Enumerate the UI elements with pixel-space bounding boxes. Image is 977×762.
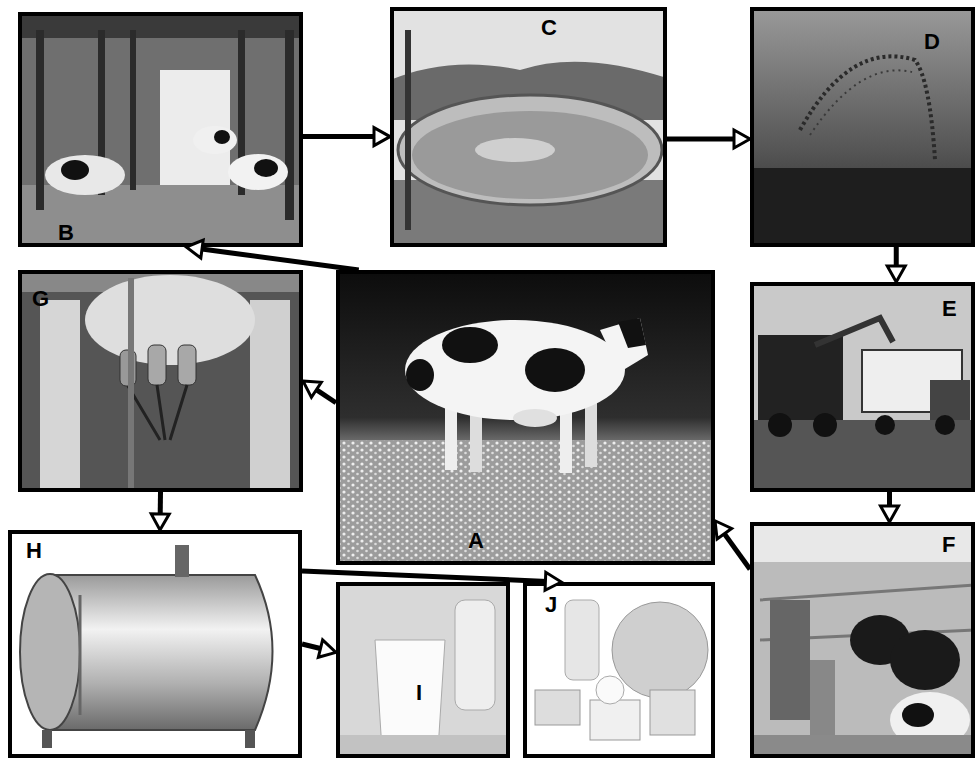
photo-panel: B — [18, 12, 303, 247]
photo-panel: I — [336, 582, 510, 758]
arrow-shaft — [723, 532, 750, 569]
arrow-head — [318, 640, 336, 657]
arrow-shaft — [315, 389, 336, 403]
photo-panel: E — [750, 282, 975, 492]
panel-letter: B — [58, 222, 74, 244]
arrow-shaft — [303, 134, 376, 139]
panel-letter: F — [942, 534, 955, 556]
arrow-head — [715, 521, 732, 539]
flow-arrow — [881, 492, 899, 522]
flow-arrow — [151, 492, 169, 530]
panel-letter: H — [26, 540, 42, 562]
panel-letter: C — [541, 17, 557, 39]
arrow-head — [887, 266, 905, 282]
panel-letter: E — [942, 298, 957, 320]
photo-panel: F — [750, 522, 975, 758]
flow-arrow — [667, 130, 750, 148]
arrow-shaft — [302, 571, 547, 581]
panel-letter: D — [924, 31, 940, 53]
photo-panel: A — [336, 270, 715, 565]
arrow-shaft — [887, 492, 892, 508]
photo-panel: D — [750, 7, 975, 247]
flow-arrow — [302, 640, 336, 657]
panel-letter: G — [32, 288, 49, 310]
photo-panel: G — [18, 270, 303, 492]
arrow-head — [374, 128, 390, 146]
arrow-shaft — [158, 492, 163, 516]
flow-arrow — [302, 571, 561, 590]
arrow-head — [881, 506, 899, 522]
arrow-shaft — [894, 247, 899, 268]
arrow-shaft — [302, 644, 322, 649]
panel-letter: J — [545, 594, 557, 616]
arrow-head — [545, 572, 561, 590]
arrow-head — [186, 240, 203, 258]
arrow-shaft — [667, 137, 736, 142]
flow-arrow — [887, 247, 905, 282]
arrow-head — [151, 514, 169, 530]
panel-letter: A — [468, 530, 484, 552]
flow-arrow — [715, 521, 750, 569]
arrow-head — [734, 130, 750, 148]
arrow-shaft — [200, 249, 359, 270]
photo-panel: H — [8, 530, 302, 758]
flow-arrow — [303, 381, 336, 403]
panel-letter: I — [416, 682, 422, 704]
photo-panel: C — [390, 7, 667, 247]
arrow-head — [303, 381, 321, 397]
flow-arrow — [303, 128, 390, 146]
photo-panel: J — [523, 582, 715, 758]
flow-arrow — [186, 240, 359, 270]
